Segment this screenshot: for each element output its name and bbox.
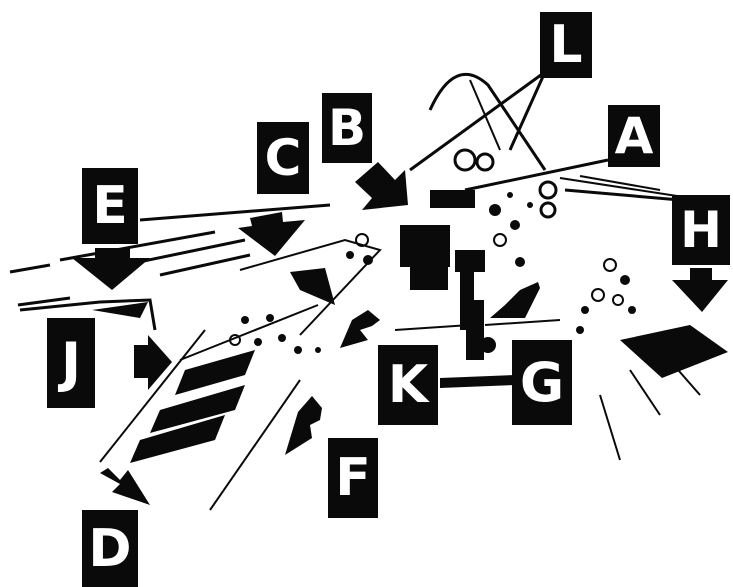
callout-l: L: [540, 12, 592, 78]
callout-f: F: [328, 438, 378, 518]
callout-d: D: [82, 510, 138, 587]
right-console-panel: [620, 325, 728, 378]
arrow-f: [285, 396, 322, 455]
callout-a: A: [608, 105, 660, 167]
arrow-d: [100, 468, 150, 505]
arrow-k: [340, 310, 380, 348]
callout-k: K: [378, 345, 438, 425]
arrow-b: [355, 162, 408, 210]
callout-e: E: [82, 168, 138, 244]
callout-h: H: [672, 195, 730, 265]
arrow-g: [490, 282, 540, 318]
arrow-h: [672, 268, 728, 312]
pointer-arrows: [72, 162, 728, 505]
arrow-j: [134, 335, 172, 390]
callout-b: B: [322, 93, 372, 163]
callout-c: C: [257, 122, 309, 194]
callout-j: J: [47, 318, 95, 408]
arrow-c: [238, 212, 305, 256]
callout-g: G: [512, 340, 572, 425]
